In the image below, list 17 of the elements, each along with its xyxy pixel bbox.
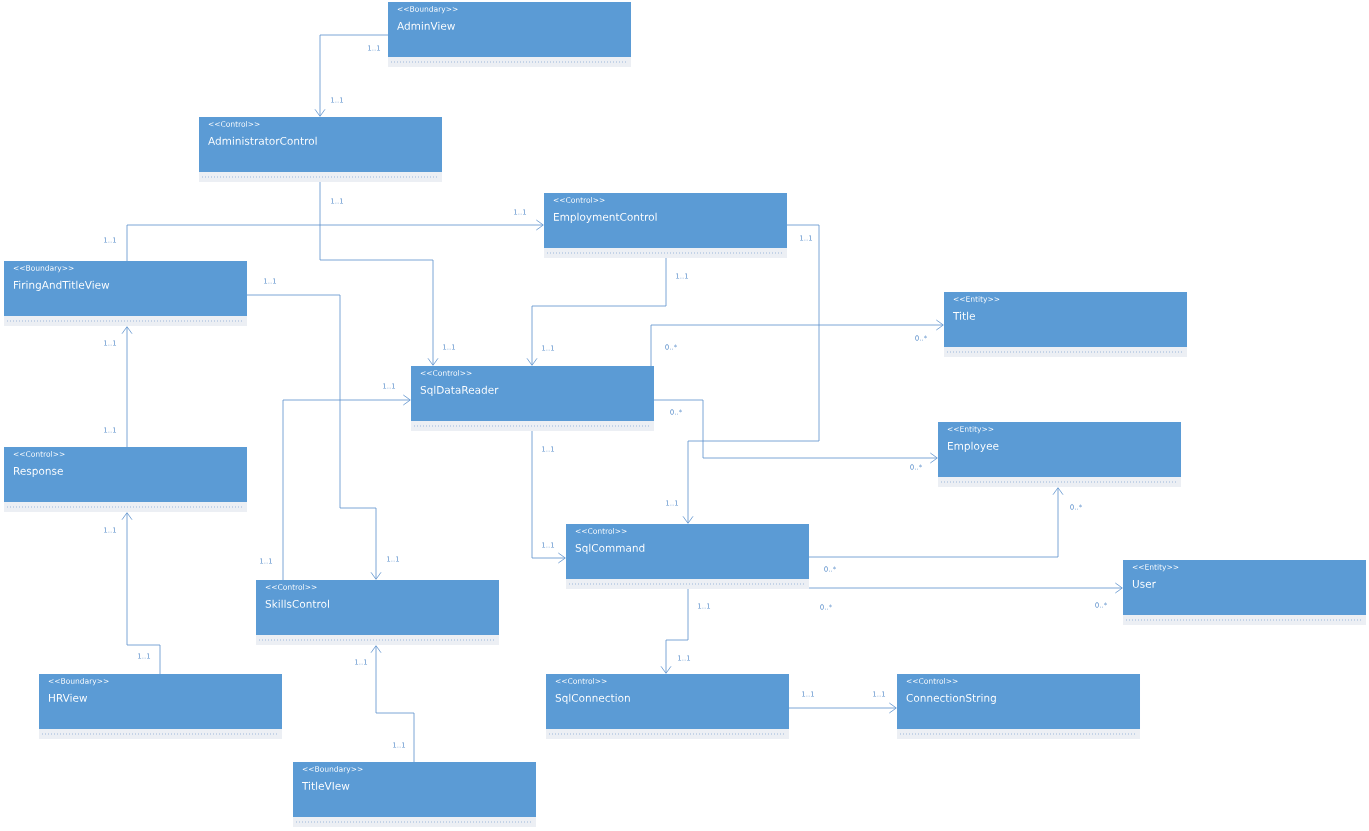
association-arrow	[808, 582, 1123, 594]
association-arrow	[808, 487, 1064, 558]
association-arrow	[282, 394, 411, 581]
association-arrow	[126, 219, 544, 262]
association-arrow	[653, 399, 938, 464]
association-arrow	[314, 34, 389, 117]
association-arrow	[531, 430, 566, 564]
association-arrow	[246, 294, 382, 580]
association-arrow	[682, 224, 820, 524]
association-arrow	[319, 181, 439, 366]
association-arrow	[650, 319, 944, 367]
association-arrow	[121, 326, 133, 448]
association-arrow	[660, 588, 689, 674]
association-arrow	[121, 512, 161, 675]
association-arrow	[788, 702, 897, 714]
association-arrow	[370, 645, 415, 763]
association-arrow	[526, 257, 667, 366]
